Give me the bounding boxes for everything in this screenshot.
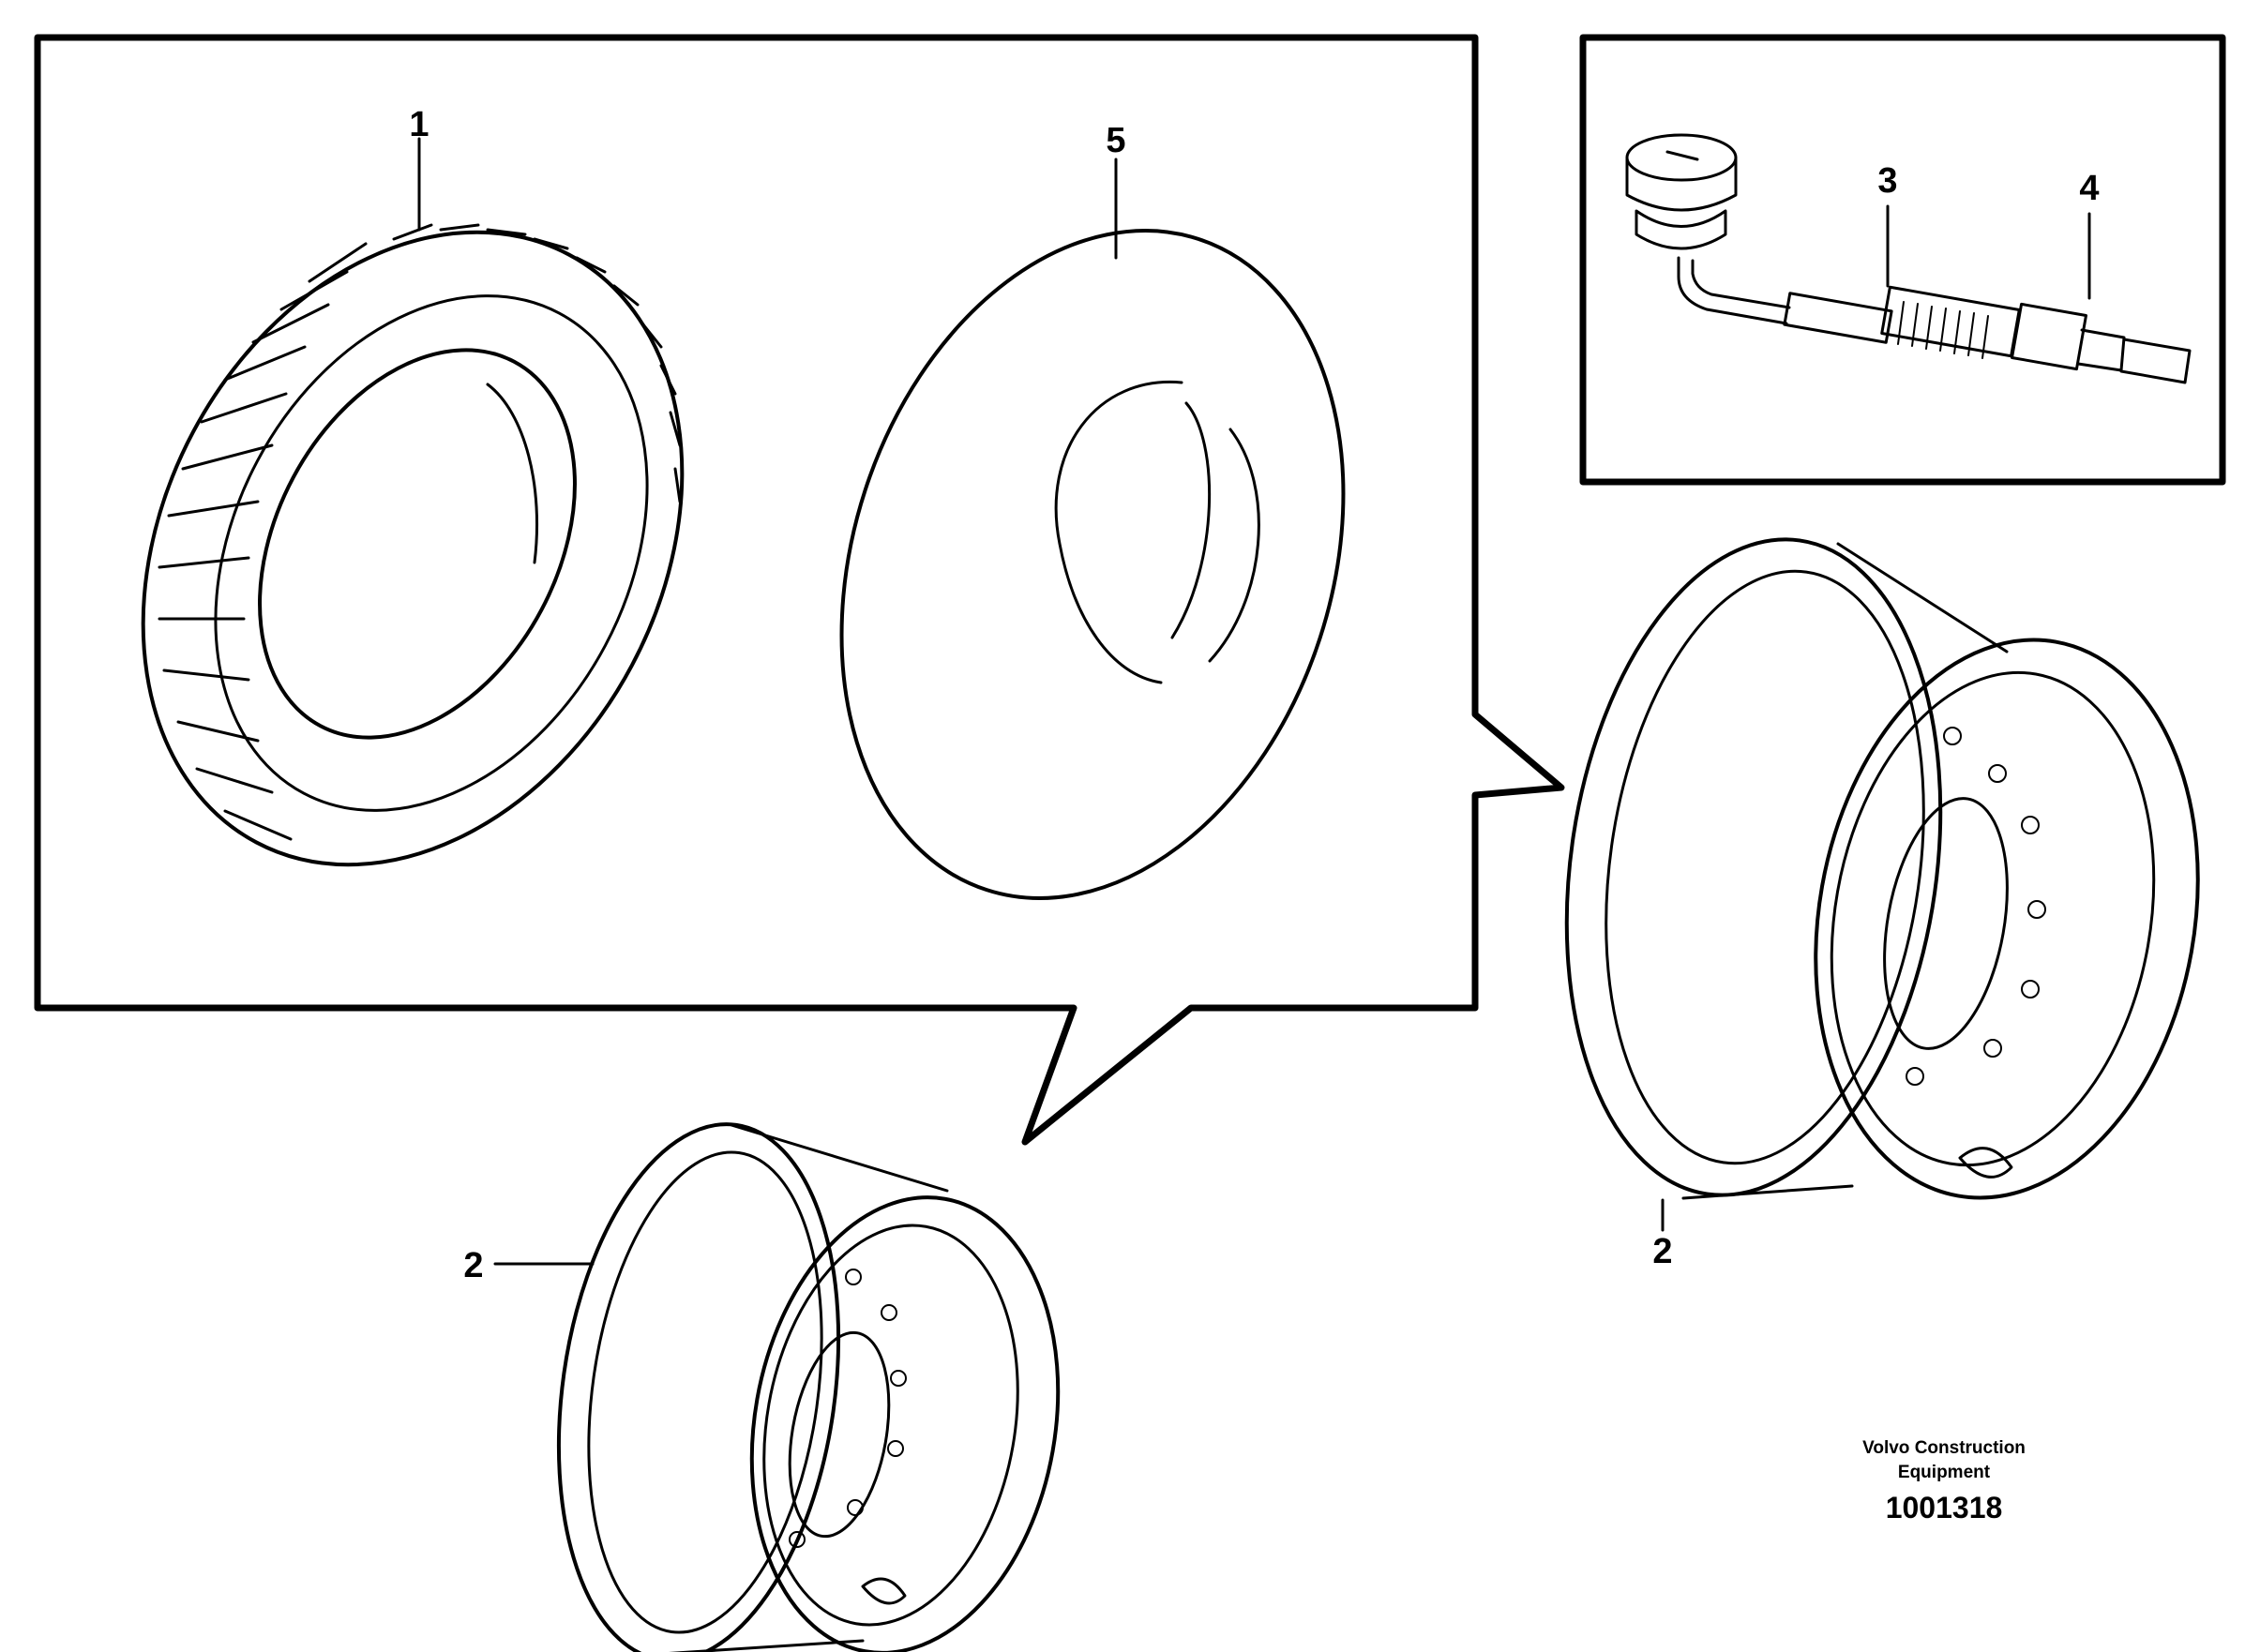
callout-label-1: 1 (409, 105, 429, 144)
rim-lower-drawing (556, 1122, 1061, 1652)
valve-inset-frame (1579, 34, 2226, 486)
tube-drawing (839, 229, 1346, 900)
callout-label-2-right: 2 (1652, 1232, 1672, 1271)
rim-right-drawing (1564, 537, 2200, 1200)
callout-bubble-frame (34, 34, 1565, 1146)
company-name-line2: Equipment (1898, 1463, 1991, 1482)
drawing-number: 1001318 (1886, 1491, 2003, 1524)
tire-drawing (141, 223, 685, 867)
callout-label-4: 4 (2079, 169, 2099, 208)
valve-drawing (1625, 133, 2192, 384)
callout-label-2-lower: 2 (463, 1246, 483, 1285)
callout-label-5: 5 (1106, 121, 1125, 160)
callout-label-3: 3 (1877, 161, 1897, 201)
company-name-line1: Volvo Construction (1862, 1438, 2026, 1458)
